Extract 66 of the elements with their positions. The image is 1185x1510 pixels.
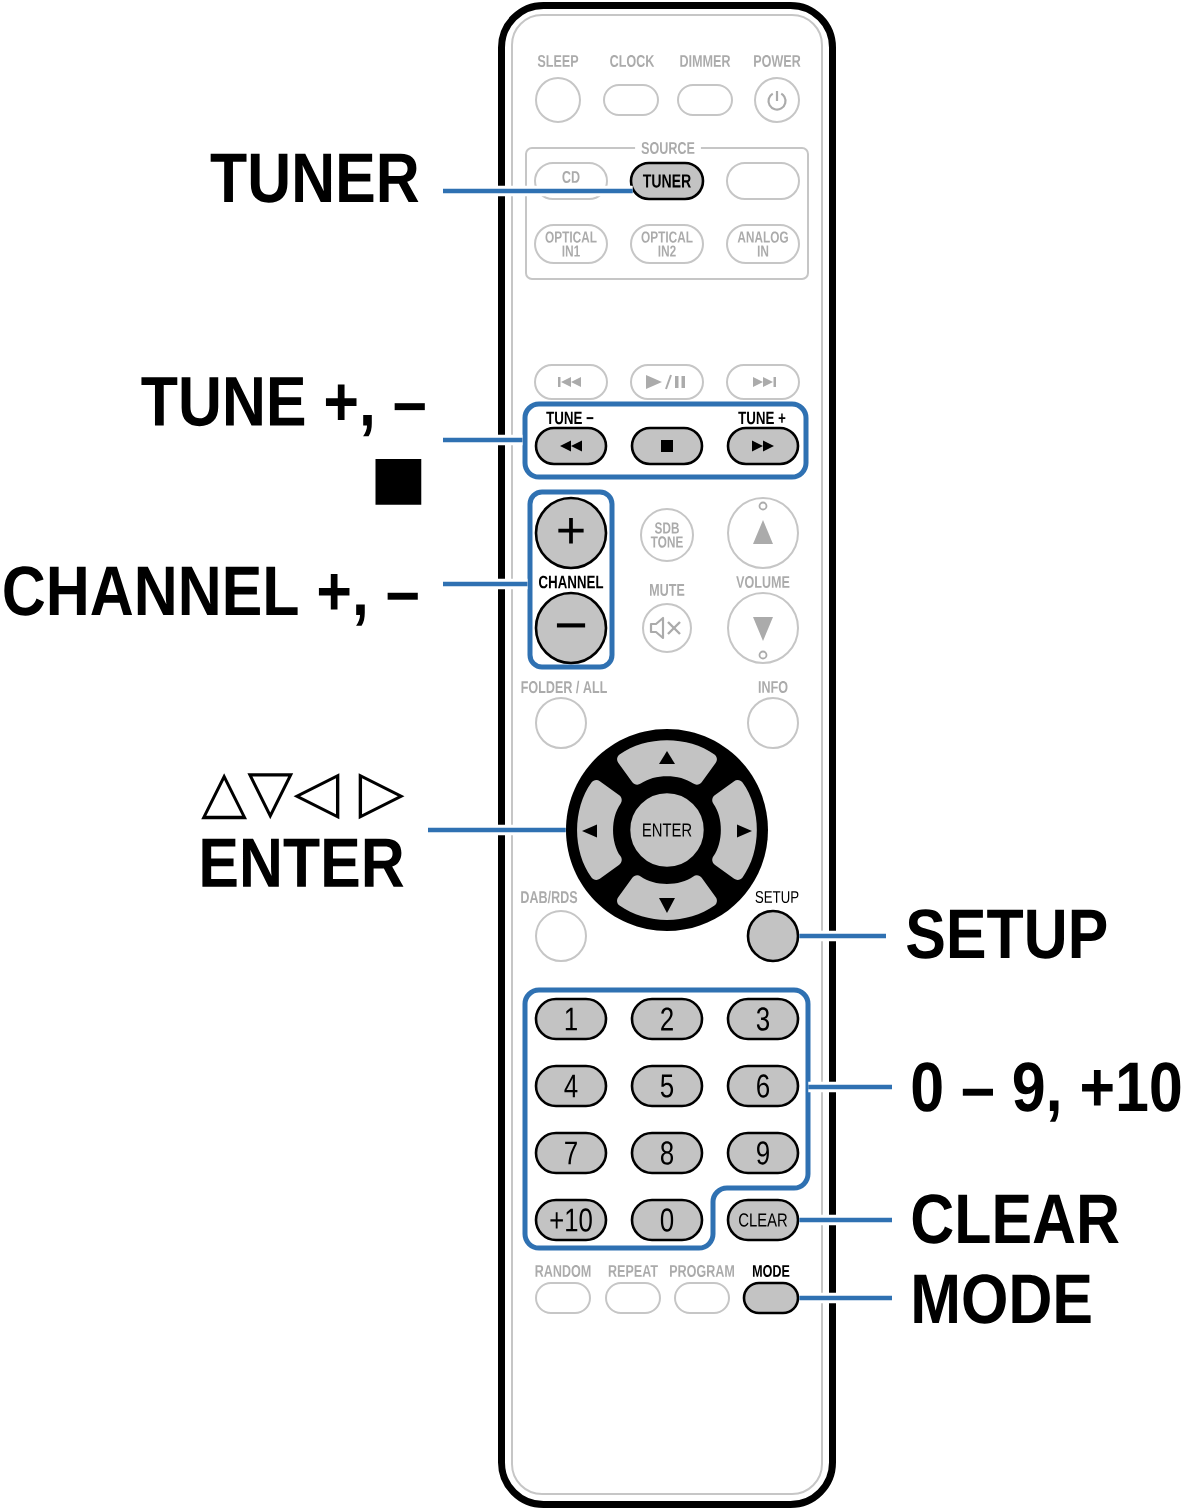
oval-button: 2 [630,997,704,1041]
node-label: CLOCK [610,54,655,68]
oval-button: 3 [726,997,800,1041]
node-label: MODE [752,1264,790,1278]
oval-button: MODE [742,1265,800,1315]
oval-button: 0 [630,1198,704,1242]
node-label: PROGRAM [669,1264,735,1278]
round-button: SETUP [746,891,800,963]
callout-label: SETUP [907,909,1107,959]
round-button: SLEEP [535,55,581,123]
oval-button [726,162,800,200]
leader-line [808,1081,892,1093]
round-button: − [534,591,608,665]
leader-line [799,1292,892,1304]
callout-label: TUNER [210,153,419,203]
oval-button: TUNE + [726,411,800,466]
oval-button: PROGRAM [670,1265,734,1314]
button-label: VOLUME [736,576,790,589]
round-button: INFO [747,681,799,749]
leader-line [799,930,886,942]
round-button: DAB/RDS [521,890,587,962]
leader-line [799,1214,892,1226]
oval-button: CLOCK [603,55,659,116]
round-button: SDB TONE [640,508,694,562]
callout-label: MODE [914,1274,1091,1324]
node-label: FOLDER / ALL [521,680,607,694]
leader-line [443,578,528,590]
oval-button: 4 [534,1064,608,1108]
round-button: MUTE [642,584,692,653]
callout-label: 0 – 9, +10 [912,1062,1181,1122]
oval-button: 9 [726,1131,800,1175]
oval-button: REPEAT [605,1265,661,1314]
node-label: SETUP [755,890,799,904]
highlight-frame [522,987,811,1251]
callout-label: △▽◁ ▷ ENTER [201,773,405,887]
round-button: + [534,496,608,570]
node-label: RANDOM [535,1264,591,1278]
round-button: ENTER [627,790,707,870]
callout-label: CHANNEL +, – [4,566,418,626]
oval-button: 8 [630,1131,704,1175]
oval-button: 5 [630,1064,704,1108]
leader-line [443,434,523,446]
oval-button: OPTICAL IN1 [534,224,608,264]
oval-button: DIMMER [677,55,733,116]
round-button: POWER [754,55,801,123]
leader-line [428,824,566,836]
oval-button: 1 [534,997,608,1041]
oval-button: TUNER [629,161,705,201]
node-label: INFO [758,680,788,694]
node-label: DIMMER [680,55,731,67]
highlight-frame [522,401,809,480]
node-label: SLEEP [537,54,579,68]
oval-button: RANDOM [535,1265,591,1314]
leader-line [443,185,633,197]
oval-button: +10 [534,1198,608,1242]
oval-button: ANALOG IN [726,224,800,264]
oval-button: TUNE − [534,411,608,466]
oval-button: 6 [726,1064,800,1108]
callout-label: TUNE +, – ■ [141,377,425,505]
node-label: DAB/RDS [521,890,578,904]
round-button: FOLDER / ALL [521,680,607,749]
oval-button: OPTICAL IN2 [630,224,704,264]
node-label: REPEAT [608,1265,658,1277]
oval-button: 7 [534,1131,608,1175]
oval-button: CLEAR [726,1198,800,1242]
callout-label: CLEAR [912,1194,1119,1244]
